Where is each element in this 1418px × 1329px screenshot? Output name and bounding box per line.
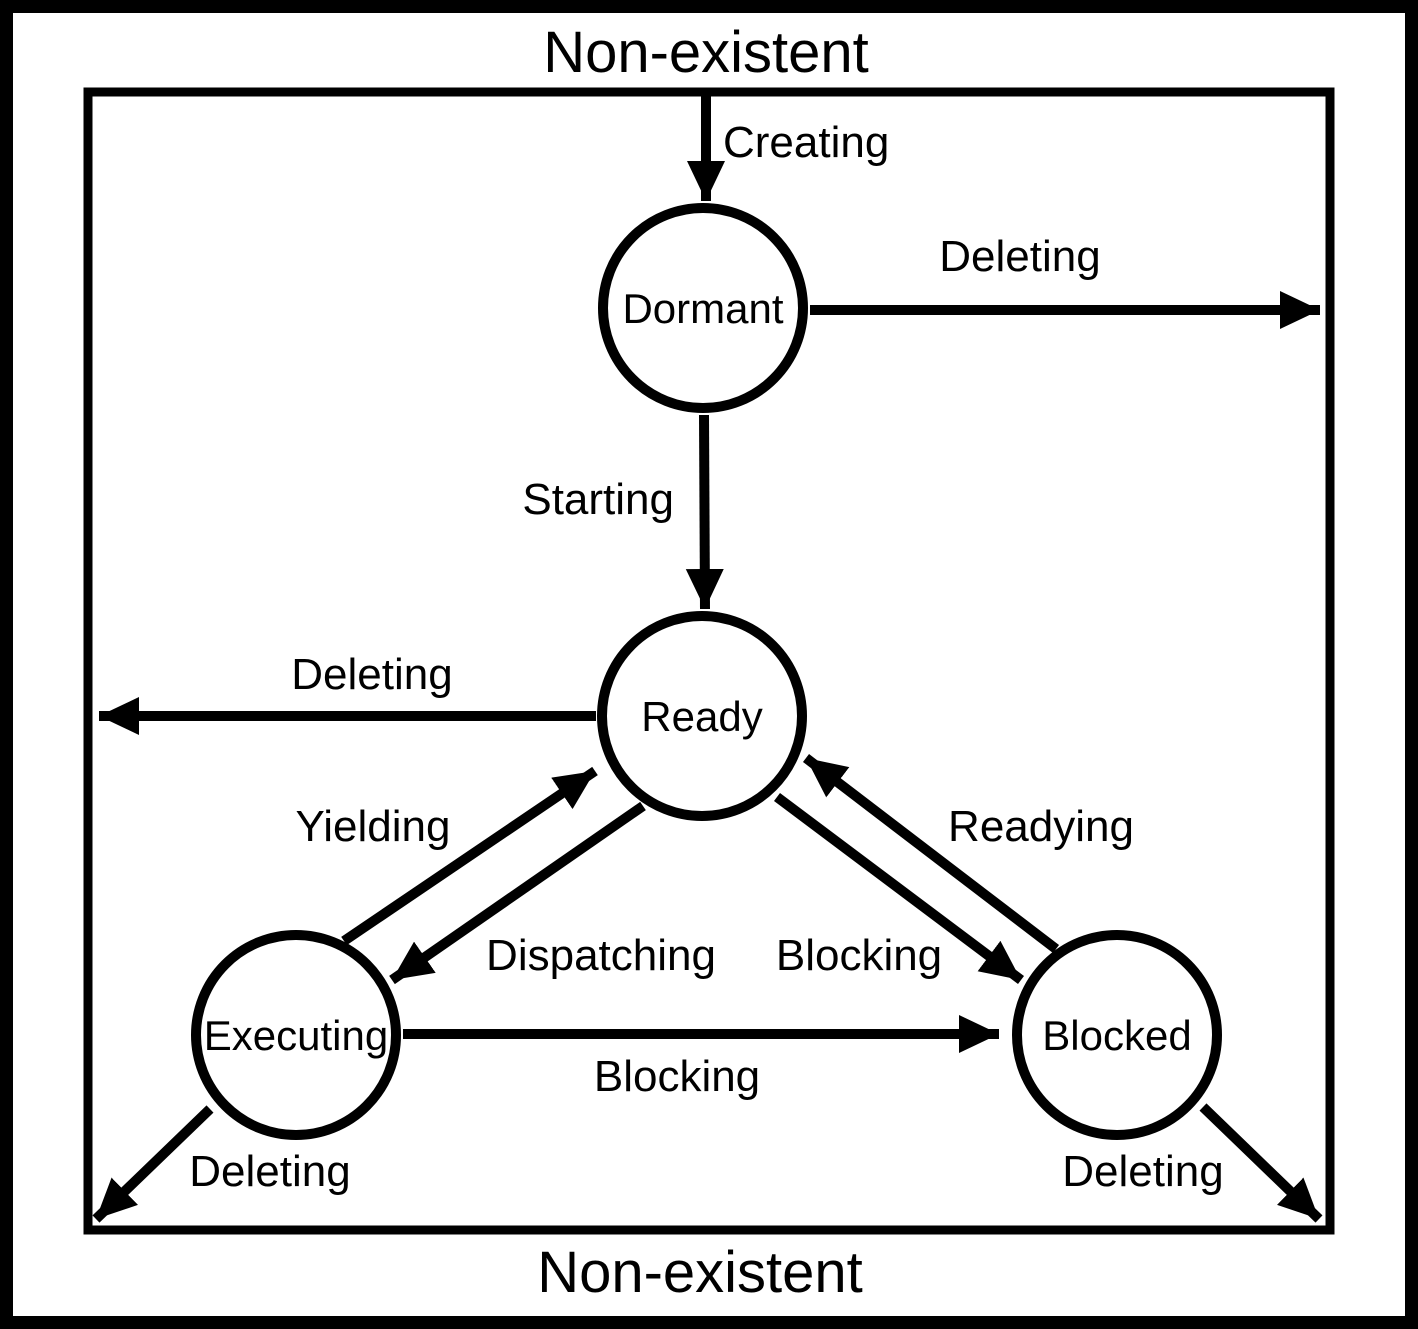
- state-dormant-label: Dormant: [622, 285, 783, 332]
- arrow-starting: [685, 414, 724, 610]
- state-executing-label: Executing: [204, 1012, 388, 1059]
- label-readying: Readying: [948, 802, 1134, 851]
- state-blocked: [1012, 930, 1222, 1140]
- arrow-deleting-executing: [92, 1105, 214, 1223]
- label-blocking-executing-blocked: Blocking: [594, 1052, 760, 1101]
- arrow-readying: [802, 754, 1060, 953]
- arrow-yielding: [341, 766, 598, 946]
- state-dormant: [598, 203, 808, 413]
- label-deleting-executing: Deleting: [189, 1147, 350, 1196]
- label-dispatching: Dispatching: [486, 931, 716, 980]
- state-blocked-label: Blocked: [1042, 1012, 1191, 1059]
- arrow-deleting-blocked: [1199, 1103, 1323, 1223]
- label-yielding: Yielding: [296, 802, 451, 851]
- state-ready-label: Ready: [641, 693, 762, 740]
- inner-border: [83, 87, 1335, 1235]
- label-deleting-ready: Deleting: [291, 650, 452, 699]
- title-non-existent-top: Non-existent: [543, 20, 869, 85]
- title-non-existent-bottom: Non-existent: [537, 1240, 863, 1305]
- state-ready: [597, 611, 807, 821]
- arrow-dispatching: [389, 801, 646, 985]
- label-deleting-dormant: Deleting: [939, 232, 1100, 281]
- label-creating: Creating: [723, 118, 889, 167]
- label-starting: Starting: [522, 475, 674, 524]
- label-deleting-blocked: Deleting: [1062, 1147, 1223, 1196]
- label-blocking-ready-blocked: Blocking: [776, 931, 942, 980]
- state-executing: [191, 930, 401, 1140]
- arrow-blocking-ready-blocked: [774, 793, 1024, 984]
